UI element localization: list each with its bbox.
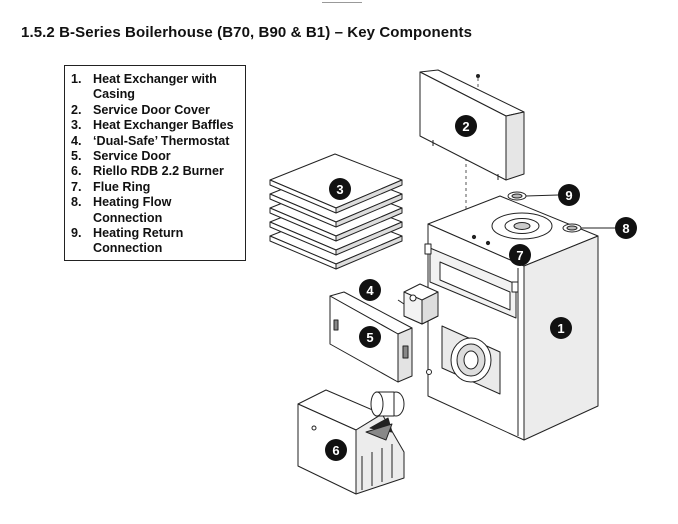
legend-text: Service Door	[93, 149, 171, 164]
legend-text: Heating Flow Connection	[93, 195, 172, 225]
legend-number: 3.	[71, 118, 82, 133]
legend-text: Heating Return Connection	[93, 226, 184, 256]
callout-1: 1	[550, 317, 572, 339]
callout-5: 5	[359, 326, 381, 348]
legend-item: 6. Riello RDB 2.2 Burner	[71, 164, 241, 179]
svg-text:7: 7	[516, 248, 523, 263]
page-top-rule	[0, 0, 678, 6]
heat-exchanger-casing	[424, 191, 599, 441]
svg-text:5: 5	[366, 330, 373, 345]
callout-8: 8	[615, 217, 637, 239]
legend-number: 7.	[71, 179, 82, 194]
svg-text:3: 3	[336, 182, 343, 197]
callout-3: 3	[329, 178, 351, 200]
legend-item: 1. Heat Exchanger with Casing	[71, 72, 241, 103]
legend-item: 3. Heat Exchanger Baffles	[71, 118, 241, 133]
svg-text:2: 2	[462, 119, 469, 134]
svg-text:4: 4	[366, 283, 374, 298]
legend-item: 2. Service Door Cover	[71, 103, 241, 118]
legend-text: Heat Exchanger with Casing	[93, 72, 217, 102]
legend-item: 8. Heating Flow Connection	[71, 195, 241, 226]
svg-text:8: 8	[622, 221, 629, 236]
riello-burner	[297, 389, 405, 495]
dual-safe-thermostat	[397, 283, 439, 325]
legend-number: 8.	[71, 195, 82, 210]
callout-leaders	[525, 194, 615, 229]
legend-text: Heat Exchanger Baffles	[93, 118, 234, 133]
legend-number: 2.	[71, 102, 82, 117]
legend-number: 1.	[71, 72, 82, 86]
legend-text: Riello RDB 2.2 Burner	[93, 164, 224, 179]
screw-head	[476, 74, 480, 78]
legend-number: 5.	[71, 149, 82, 164]
legend-list: 1. Heat Exchanger with Casing 2. Service D…	[71, 72, 241, 257]
legend-text: ‘Dual-Safe’ Thermostat	[93, 133, 230, 148]
callout-6: 6	[325, 439, 347, 461]
svg-text:6: 6	[332, 443, 339, 458]
callout-2: 2	[455, 115, 477, 137]
legend-text: Flue Ring	[93, 179, 151, 194]
heat-exchanger-baffles	[269, 153, 403, 270]
callout-9: 9	[558, 184, 580, 206]
svg-text:1: 1	[557, 321, 564, 336]
legend-item: 5. Service Door	[71, 149, 241, 164]
legend-number: 9.	[71, 226, 82, 241]
components-legend: 1. Heat Exchanger with Casing 2. Service D…	[64, 65, 246, 261]
section-heading: 1.5.2 B-Series Boilerhouse (B70, B90 & B…	[21, 24, 473, 41]
callout-7: 7	[509, 244, 531, 266]
legend-item: 9. Heating Return Connection	[71, 226, 241, 257]
svg-text:9: 9	[565, 188, 572, 203]
legend-number: 4.	[71, 133, 82, 148]
legend-item: 7. Flue Ring	[71, 180, 241, 195]
legend-number: 6.	[71, 164, 82, 179]
legend-text: Service Door Cover	[93, 102, 210, 117]
callout-4: 4	[359, 279, 381, 301]
legend-item: 4. ‘Dual-Safe’ Thermostat	[71, 134, 241, 149]
